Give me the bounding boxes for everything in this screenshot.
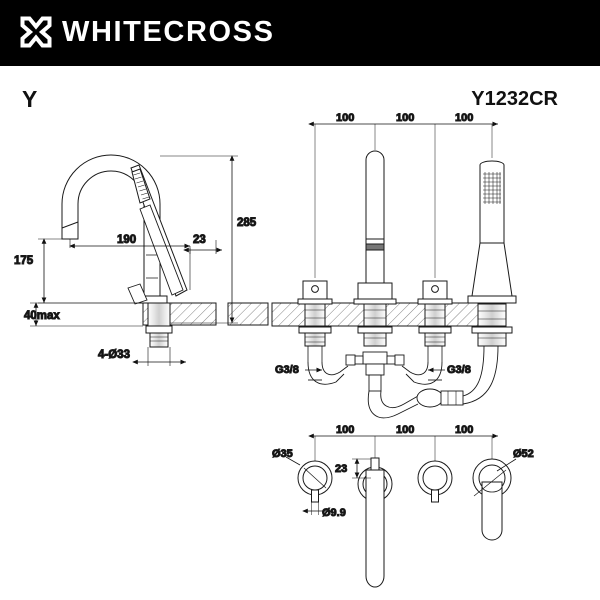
dimension-175: 175 bbox=[14, 238, 150, 304]
handle-left-plan bbox=[297, 460, 333, 503]
handle-left bbox=[297, 280, 333, 362]
hand-shower-plan bbox=[472, 458, 512, 541]
dimension-label-190: 190 bbox=[117, 234, 136, 246]
mounting-shank-side bbox=[145, 302, 173, 348]
hand-shower-front bbox=[467, 160, 517, 347]
dimension-23: 23 bbox=[183, 234, 222, 254]
dimension-label-d35: Ø35 bbox=[272, 448, 293, 460]
dimension-label-plan-100-c: 100 bbox=[455, 424, 473, 436]
dimension-label-plan-100-a: 100 bbox=[336, 424, 354, 436]
front-deck-section bbox=[271, 302, 506, 327]
handle-right-plan bbox=[417, 460, 453, 503]
dimension-label-d52: Ø52 bbox=[513, 448, 534, 460]
handle-right bbox=[417, 280, 453, 362]
dimension-d52: Ø52 bbox=[496, 448, 534, 472]
brand-header: WHITECROSS bbox=[0, 0, 600, 66]
dimension-label-4-d33: 4-Ø33 bbox=[98, 349, 130, 361]
top-plan-view: 100 100 100 bbox=[272, 424, 534, 588]
series-label: Y bbox=[22, 86, 38, 112]
dimension-label-40max: 40max bbox=[24, 310, 60, 322]
plumbing-assembly bbox=[307, 345, 499, 419]
label-g38-left: G3/8 bbox=[275, 364, 299, 376]
hand-shower-side bbox=[127, 164, 188, 305]
label-g38-right: G3/8 bbox=[447, 364, 471, 376]
dimension-label-front-100-a: 100 bbox=[336, 112, 354, 124]
dimension-d99: Ø9.9 bbox=[302, 500, 346, 520]
dimension-label-plan-100-b: 100 bbox=[396, 424, 414, 436]
dimension-plan-23: 23 bbox=[335, 458, 371, 479]
dimension-4-d33: 4-Ø33 bbox=[98, 347, 186, 366]
dimension-label-front-100-c: 100 bbox=[455, 112, 473, 124]
plan-spacing-dimensions: 100 100 100 bbox=[308, 424, 498, 470]
front-elevation-view: 100 100 100 G3/8 G3/8 bbox=[271, 112, 517, 419]
dimension-190: 190 bbox=[69, 234, 191, 290]
dimension-285: 285 bbox=[160, 155, 257, 324]
cross-x-logo-icon bbox=[20, 16, 52, 48]
dimension-label-175: 175 bbox=[14, 255, 34, 267]
spout-body bbox=[61, 154, 168, 304]
dimension-label-front-100-b: 100 bbox=[396, 112, 414, 124]
model-code: Y1232CR bbox=[471, 88, 558, 110]
dimension-label-23: 23 bbox=[193, 234, 206, 246]
deck-section bbox=[142, 302, 269, 326]
spout-front bbox=[353, 150, 397, 347]
dimension-label-285: 285 bbox=[237, 217, 257, 229]
brand-name: WHITECROSS bbox=[62, 16, 275, 48]
dimension-label-d99: Ø9.9 bbox=[322, 507, 346, 519]
dimension-40max: 40max bbox=[24, 302, 143, 327]
inlet-callouts: G3/8 G3/8 bbox=[275, 364, 472, 377]
dimension-label-plan-23: 23 bbox=[335, 463, 347, 475]
front-spacing-dimensions: 100 100 100 bbox=[308, 112, 498, 278]
dimension-d35: Ø35 bbox=[272, 448, 301, 466]
side-elevation-view: 285 175 190 23 bbox=[14, 154, 269, 366]
spout-plan bbox=[357, 457, 393, 588]
